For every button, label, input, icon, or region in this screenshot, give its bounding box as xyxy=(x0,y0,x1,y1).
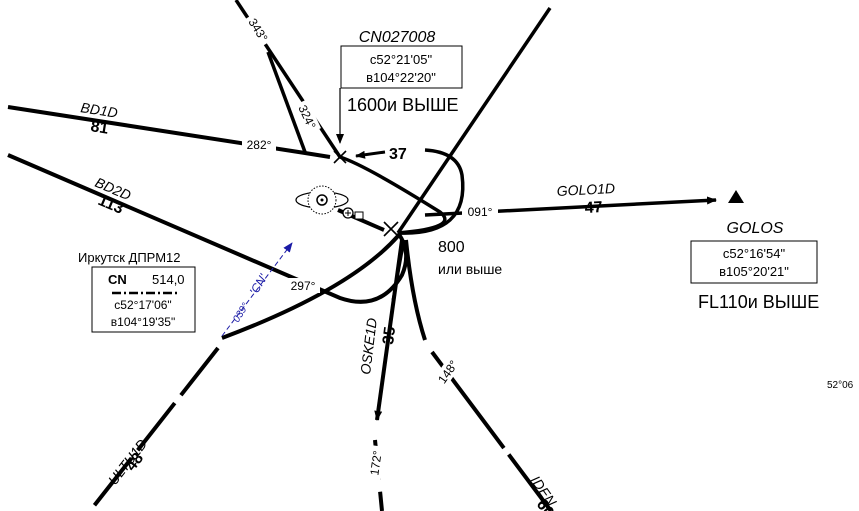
cn027008-coord-box xyxy=(340,45,463,89)
golos-coord-box xyxy=(690,240,818,284)
altitude-constraint-value: 800 xyxy=(438,239,465,256)
fix-cn027008-cross xyxy=(333,150,347,164)
altitude-constraint-text: или выше xyxy=(438,261,502,277)
hold-arrow xyxy=(355,150,386,159)
course-039-label: 039° xyxy=(231,301,251,324)
svg-text:282°: 282° xyxy=(247,138,272,152)
fix-turn-cross xyxy=(383,221,399,237)
bd1d-name: BD1D xyxy=(80,99,119,121)
golos-triangle-icon xyxy=(728,190,744,203)
ndb-title: Иркутск ДПРМ12 xyxy=(78,250,180,265)
golos-lon: в105°20'21" xyxy=(719,264,789,279)
course-282-label: 282° xyxy=(242,137,276,152)
golos-lat: с52°16'54" xyxy=(723,246,786,261)
ndb-freq: 514,0 xyxy=(152,272,185,287)
route-bd2d-line xyxy=(7,153,409,304)
oske1d-distance: 35 xyxy=(380,326,399,346)
airport-symbol xyxy=(295,185,349,215)
course-091-label: 091° xyxy=(462,204,498,219)
departure-turn xyxy=(339,148,465,235)
ndb-symbol xyxy=(337,207,385,232)
cn-radial-arrow xyxy=(221,242,293,337)
hold-distance: 37 xyxy=(389,146,407,163)
ndb-lat: с52°17'06" xyxy=(114,298,171,312)
oske1d-name: OSKE1D xyxy=(357,317,380,375)
cn-radial-label: 'CN' xyxy=(247,271,271,298)
route-ne-line xyxy=(396,7,552,234)
ndb-lon: в104°19'35" xyxy=(111,315,175,329)
route-324-line xyxy=(266,51,307,153)
golo1d-distance: 47 xyxy=(584,199,603,217)
golo1d-name: GOLO1D xyxy=(556,180,615,199)
ndb-info-box xyxy=(91,266,196,333)
bd1d-distance: 81 xyxy=(89,118,109,138)
course-297-label: 297° xyxy=(286,278,320,293)
route-ultu1d-line xyxy=(88,234,400,511)
cn027008-name: CN027008 xyxy=(359,29,436,46)
course-343-label: 343° xyxy=(243,12,274,48)
ndb-ident: CN xyxy=(108,272,127,287)
cn027008-lon: в104°22'20" xyxy=(366,70,436,85)
course-172-label: 172° xyxy=(365,445,386,481)
cn027008-lat: с52°21'05" xyxy=(370,52,433,67)
svg-text:091°: 091° xyxy=(468,205,493,219)
golos-name: GOLOS xyxy=(727,220,784,237)
cn027008-altitude: 1600и ВЫШЕ xyxy=(347,95,459,115)
route-iden-line xyxy=(404,239,553,511)
svg-text:172°: 172° xyxy=(367,450,384,477)
golos-altitude: FL110и ВЫШЕ xyxy=(698,292,819,312)
route-bd1d-line xyxy=(7,105,331,159)
route-secondary xyxy=(391,239,406,301)
edge-latitude-label: 52°06 xyxy=(827,380,854,391)
svg-text:297°: 297° xyxy=(291,279,316,293)
